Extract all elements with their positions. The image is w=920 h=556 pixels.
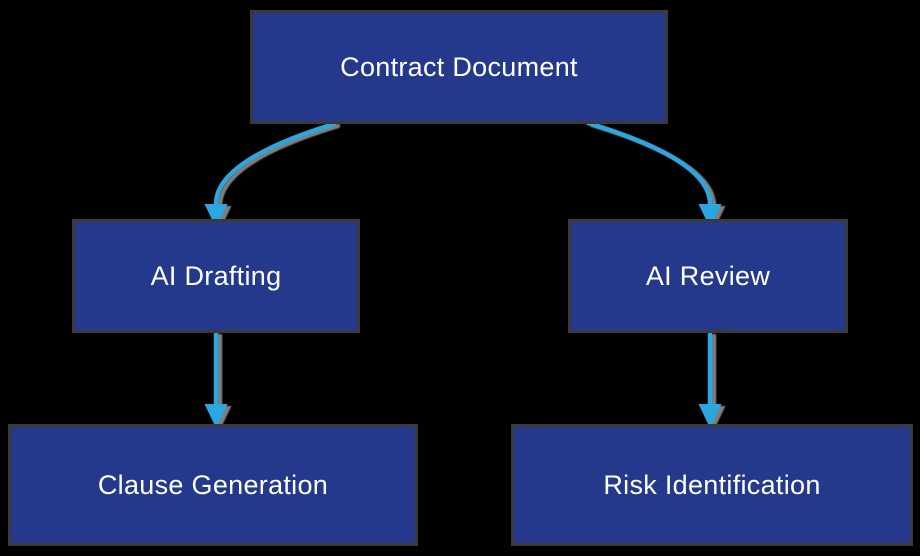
edge-review-to-risk [698,331,722,428]
node-clause-generation: Clause Generation [8,424,418,546]
arrowhead-down-icon [698,204,722,228]
arrowhead-down-icon [204,204,228,228]
node-label: Contract Document [340,51,578,82]
node-label: AI Review [645,260,771,291]
node-ai-drafting: AI Drafting [72,219,360,333]
node-label: AI Drafting [150,260,282,291]
arrowhead-down-icon [698,404,722,428]
node-label: Clause Generation [97,469,329,500]
node-contract-document: Contract Document [250,10,668,124]
edge-contract-to-review [585,120,722,228]
edge-drafting-to-clause [204,331,228,428]
edge-contract-to-drafting [204,121,337,228]
node-label: Risk Identification [603,469,821,500]
arrowhead-down-icon [204,404,228,428]
node-ai-review: AI Review [568,219,848,333]
node-risk-identification: Risk Identification [511,424,913,546]
